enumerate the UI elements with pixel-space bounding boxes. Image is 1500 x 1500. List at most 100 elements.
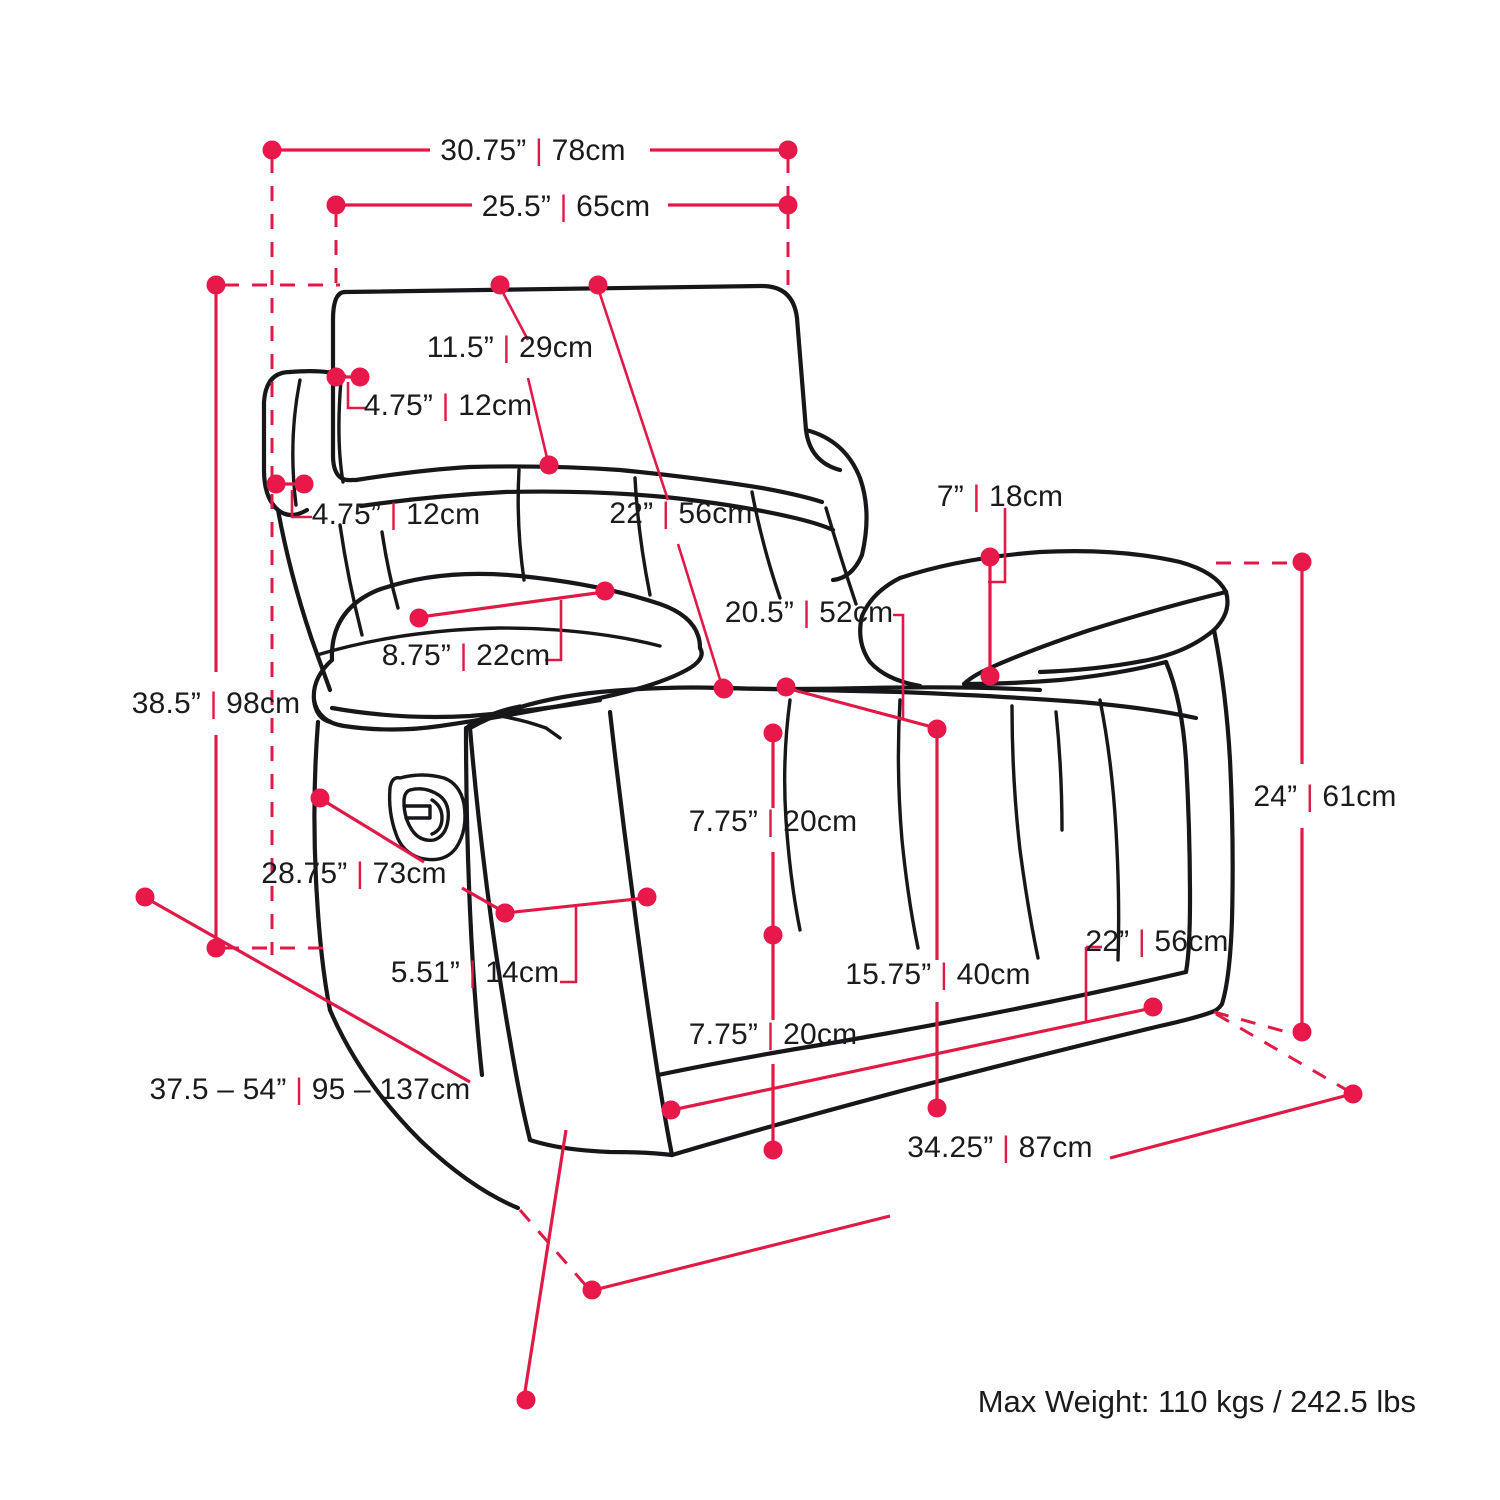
label-side-height: 24” | 61cm (1253, 780, 1396, 813)
label-backrest-height: 11.5” | 29cm (427, 331, 593, 364)
dim-dot-sideheight-bottom (1292, 1022, 1312, 1042)
label-armrest-thickness-outer: 4.75” | 12cm (312, 498, 481, 531)
dim-dot-outer-right (778, 140, 798, 160)
dim-line-armrest-width (419, 590, 605, 619)
label-armrest-height-above-seat: 7” | 18cm (937, 480, 1063, 513)
dim-line-reclined-depth-upper (145, 896, 471, 1084)
recliner-handle-notch (402, 804, 432, 820)
backrest-seam-2 (633, 476, 652, 597)
dim-dot-armthk-right (294, 474, 314, 494)
left-armrest-seam-top (315, 626, 662, 657)
base-bottom-front (527, 1137, 675, 1158)
left-wing-outline (261, 369, 310, 518)
dim-dot-armheight-bottom (980, 666, 1000, 686)
dim-dot-offset-left (495, 903, 515, 923)
dim-line-reclined-depth-lower (522, 1129, 568, 1399)
dim-dot-sideheight-top (1292, 552, 1312, 572)
max-weight-label: Max Weight: 110 kgs / 242.5 lbs (978, 1384, 1416, 1419)
label-overall-width-front: 34.25” | 87cm (907, 1131, 1093, 1164)
right-side-inner-seam (1098, 698, 1121, 962)
right-side-outer-panel (1163, 659, 1193, 975)
leader-backrest-panel-lower (676, 543, 724, 687)
dim-dot-armheight-top (980, 547, 1000, 567)
backrest-seam-3 (750, 490, 782, 600)
leader-backrest-height-upper (498, 286, 530, 341)
label-seat-depth: 20.5” | 52cm (725, 596, 894, 629)
label-armrest-width: 8.75” | 22cm (382, 639, 551, 672)
seat-base-front-edge (655, 969, 1189, 1078)
dim-line-side-panel-offset (504, 896, 647, 915)
dim-dot-vertical-chain-top (763, 723, 783, 743)
label-side-panel-offset: 5.51” | 14cm (391, 956, 560, 989)
left-back-side-panel (275, 507, 333, 693)
chair-outline-group (261, 283, 1235, 1211)
seat-surface-back-edge (719, 685, 1199, 721)
left-armrest-inner-edge (311, 697, 333, 725)
ext-line-footprint-right (1215, 1012, 1351, 1094)
dim-dot-backrest-panel-top (588, 275, 608, 295)
right-armrest-top (897, 549, 1229, 595)
backrest-bottom-seam (353, 464, 825, 505)
label-backrest-panel-width: 22” | 56cm (609, 497, 752, 530)
dim-line-overall-width-front (1109, 1092, 1353, 1160)
backrest-seam-4 (824, 506, 858, 606)
label-reclined-depth-range: 37.5 – 54” | 95 – 137cm (150, 1073, 471, 1106)
right-side-back-panel (1209, 627, 1235, 1015)
dim-dot-headrest-left (326, 367, 346, 387)
left-arm-body-joint-2 (466, 704, 522, 728)
dim-dot-backrest-height-top (490, 275, 510, 295)
dim-dot-reclined-top (135, 887, 155, 907)
seat-front-face (467, 725, 533, 1143)
dim-dot-offset-right (637, 887, 657, 907)
dim-dot-vertical-chain-bottom (763, 1140, 783, 1160)
base-bottom-edge (669, 1009, 1215, 1158)
dim-dot-backrest-height-bottom (539, 455, 559, 475)
recliner-handle-outline (387, 773, 467, 862)
left-armrest-underside (329, 697, 603, 720)
recliner-handle-inner (402, 787, 451, 842)
label-backrest-outer-width: 30.75” | 78cm (440, 134, 626, 167)
dim-dot-footprint-left (582, 1280, 602, 1300)
ext-line-footprint-left (518, 1209, 590, 1289)
dim-dot-height-top (206, 275, 226, 295)
label-headrest-thickness-upper: 4.75” | 12cm (364, 389, 533, 422)
leader-backrest-height-lower (526, 377, 550, 463)
dim-dot-outer-left (262, 140, 282, 160)
label-backrest-inner-width: 25.5” | 65cm (482, 190, 651, 223)
dim-line-base-skirt-depth (671, 1006, 1153, 1112)
dim-line-seat-depth (785, 686, 937, 730)
label-base-front-height: 7.75” | 20cm (689, 1018, 858, 1051)
dim-dot-seatdepth-back (714, 679, 734, 699)
right-armrest-tip (1037, 589, 1230, 675)
leader-backrest-panel-upper (596, 287, 670, 501)
dim-dot-headrest-right (350, 367, 370, 387)
bracket-armrest-width (545, 600, 563, 662)
left-side-panel-bottom (327, 1007, 521, 1211)
dim-dot-vertical-chain-mid (763, 925, 783, 945)
dim-dot-seatdepth-mid (776, 677, 796, 697)
ext-line-side-height-bottom (1213, 1010, 1295, 1036)
bracket-side-panel-offset (560, 906, 578, 984)
dim-dot-skirt-right (1143, 997, 1163, 1017)
dim-dot-inner-right (778, 195, 798, 215)
backrest-right-edge (803, 427, 869, 583)
left-back-side-seam-2 (380, 530, 400, 610)
recliner-handle-stem (430, 798, 444, 836)
seat-tuft-seam-2 (896, 698, 920, 950)
label-seat-back-height: 7.75” | 20cm (689, 805, 858, 838)
dim-dot-armthk-left (266, 474, 286, 494)
backrest-lower-band (358, 489, 836, 533)
seat-front-lower (607, 709, 675, 1158)
dim-dot-seatfront-bottom (927, 1098, 947, 1118)
left-armrest-outline (329, 571, 703, 663)
backrest-outline (330, 289, 359, 483)
bracket-armrest-thickness (290, 490, 312, 519)
label-base-skirt-depth: 22” | 56cm (1085, 925, 1228, 958)
dim-line-arm-panel-height (320, 797, 425, 864)
dim-dot-inner-left (326, 195, 346, 215)
dim-dot-armpanel-top (310, 788, 330, 808)
right-armrest-inner-fold (961, 589, 1229, 687)
label-seat-front-height: 15.75” | 40cm (845, 958, 1031, 991)
